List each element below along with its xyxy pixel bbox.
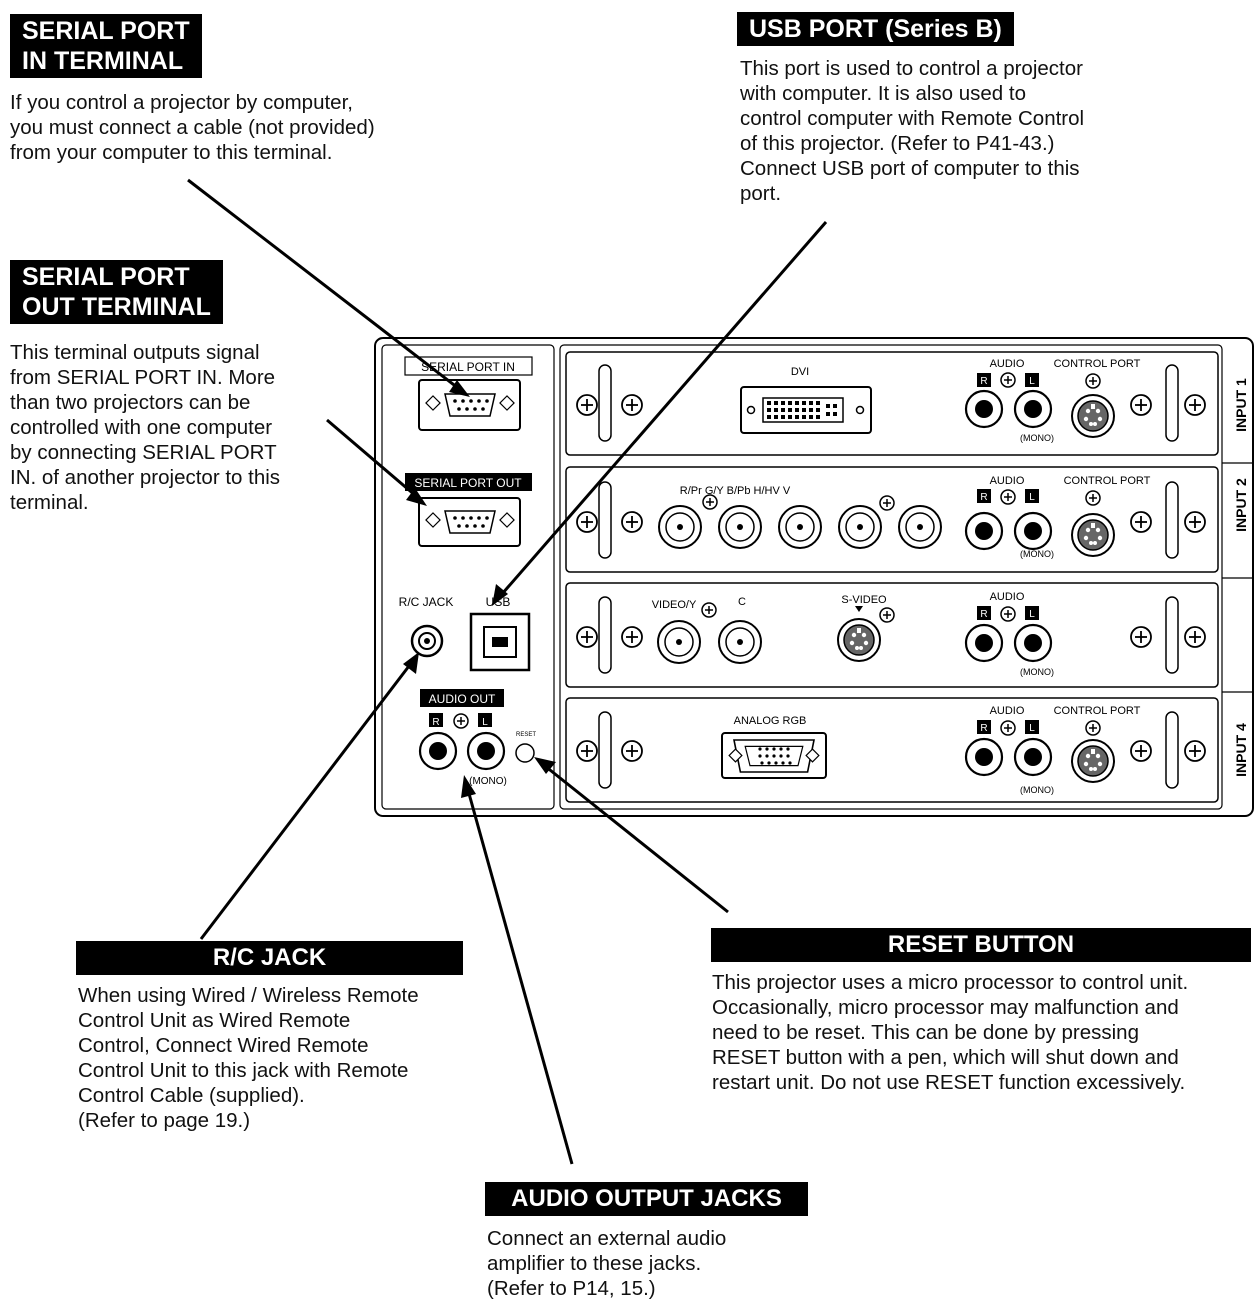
input-1-side-label: INPUT 1 [1233,378,1249,432]
svg-text:L: L [1029,723,1035,734]
row3-mono-label: (MONO) [1020,667,1054,677]
s-video-label: S-VIDEO [841,594,887,606]
rc-jack-title: R/C JACK [76,941,463,975]
row2-mono-label: (MONO) [1020,549,1054,559]
audio-out-left-jack[interactable] [466,731,506,771]
rc-jack-text: When using Wired / Wireless Remote Contr… [78,984,419,1132]
row2-audio-right-jack[interactable] [964,511,1004,551]
svg-text:L: L [482,717,488,728]
usb-port-title: USB PORT (Series B) [737,12,1014,46]
row2-control-port-label: CONTROL PORT [1064,475,1151,487]
svg-text:R: R [980,723,987,734]
leader-arrows [187,178,828,1165]
input-section [559,344,1223,810]
audio-out-mono-label: (MONO) [469,776,507,787]
svg-text:L: L [1029,609,1035,620]
input-4-side-label: INPUT 4 [1233,723,1249,777]
panel-frame [374,337,1254,817]
bnc-labels: R/Pr G/Y B/Pb H/HV V [680,485,791,497]
row2-audio-left-jack[interactable] [1013,511,1053,551]
bnc-h-hv[interactable] [838,505,882,549]
row2-audio-label: AUDIO [990,475,1025,487]
audio-out-right-badge: R [429,713,443,728]
svg-text:L: L [1029,492,1035,503]
reset-button-title: RESET BUTTON [711,928,1251,962]
bnc-r-pr[interactable] [658,505,702,549]
row4-audio-right-jack[interactable] [964,737,1004,777]
control-section [381,344,555,810]
serial-port-out-label: SERIAL PORT OUT [414,476,522,490]
row4-audio-label: AUDIO [990,705,1025,717]
row1-audio-right-jack[interactable] [964,389,1004,429]
serial-port-in-label: SERIAL PORT IN [421,360,515,374]
analog-rgb-label: ANALOG RGB [734,715,807,727]
reset-button[interactable] [515,743,535,763]
usb-port-text: This port is used to control a projector… [740,57,1085,205]
row1-control-port-label: CONTROL PORT [1054,358,1141,370]
svg-text:R: R [980,609,987,620]
audio-out-right-jack[interactable] [418,731,458,771]
svg-text:R: R [980,376,987,387]
row1-control-port[interactable] [1071,394,1115,438]
dvi-label: DVI [791,366,809,378]
bnc-b-pb[interactable] [778,505,822,549]
row4-audio-left-jack[interactable] [1013,737,1053,777]
audio-output-jacks-title: AUDIO OUTPUT JACKS [485,1182,808,1216]
svg-text:L: L [1029,376,1035,387]
row3-audio-label: AUDIO [990,591,1025,603]
row1-mono-label: (MONO) [1020,433,1054,443]
audio-out-label: AUDIO OUT [429,692,496,706]
serial-port-out-title: SERIAL PORT OUT TERMINAL [10,260,223,324]
rc-jack-port[interactable] [410,624,444,658]
svg-text:R: R [980,492,987,503]
row3-audio-right-jack[interactable] [964,623,1004,663]
serial-port-in-title: SERIAL PORT IN TERMINAL [10,14,202,78]
row4-control-port-label: CONTROL PORT [1054,705,1141,717]
reset-button-text: This projector uses a micro processor to… [712,971,1189,1094]
row4-mono-label: (MONO) [1020,785,1054,795]
bnc-v[interactable] [898,505,942,549]
bnc-g-y[interactable] [718,505,762,549]
c-label: C [738,596,746,608]
video-y-label: VIDEO/Y [652,599,697,611]
rc-jack-label: R/C JACK [399,595,454,609]
serial-port-out-text: This terminal outputs signal from SERIAL… [10,341,281,514]
serial-port-in-text: If you control a projector by computer, … [10,91,375,164]
audio-output-jacks-text: Connect an external audio amplifier to t… [487,1227,727,1300]
svg-text:R: R [432,717,439,728]
input-2-side-label: INPUT 2 [1233,478,1249,532]
dvi-connector[interactable] [740,386,872,434]
usb-port[interactable] [469,612,531,672]
row2-control-port[interactable] [1071,513,1115,557]
bnc-c[interactable] [718,620,762,664]
usb-label: USB [486,595,511,609]
audio-out-left-badge: L [478,713,492,728]
row3-audio-left-jack[interactable] [1013,623,1053,663]
row1-audio-left-jack[interactable] [1013,389,1053,429]
bnc-video-y[interactable] [657,620,701,664]
row4-control-port[interactable] [1071,739,1115,783]
s-video-port[interactable] [837,618,881,662]
input-1-row [565,351,1219,456]
row1-audio-label: AUDIO [990,358,1025,370]
analog-rgb-connector[interactable] [721,732,827,779]
reset-label: RESET [516,732,536,738]
